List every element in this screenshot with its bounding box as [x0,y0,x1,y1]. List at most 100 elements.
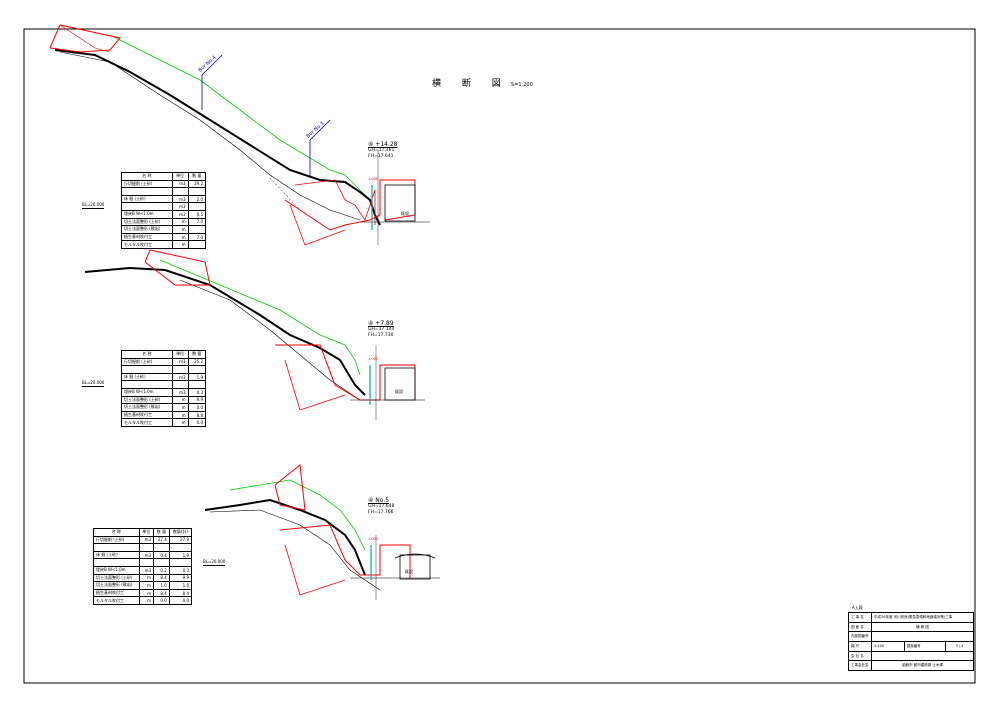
title-block-label: 内部図番号 [848,631,872,643]
cross-section-3 [204,464,440,600]
table-cell: 切土法面整形 (土砂) [121,395,173,405]
table-cell: 8.4 [168,588,193,598]
table-cell: 0.3 [168,565,193,575]
title-block-value: 函館市 都市建設部 土木課 [871,660,974,672]
table-header-cell: 単位 [171,350,189,359]
title-block-label: 工 事 名 [848,612,872,623]
table-cell [121,202,173,211]
table-cell: 0.0 [168,596,193,605]
title-block-label: 縮 尺 [848,641,872,652]
table-cell: 切土法面整形 (軟岩) [121,225,173,234]
section-fh: FH=17.766 [368,510,394,515]
planned-line [229,479,366,551]
table-row [121,380,207,389]
section-label-1: ④ +14.28 GH=17.161 FH=17.641 [368,142,398,160]
table-cell [138,558,155,567]
drawing-title: 横 断 図 [432,79,510,89]
table-cell: m3 [171,372,189,382]
table-cell: 斤切掘削 (土砂) [121,357,173,367]
planned-line [109,34,371,201]
title-block-row: 工 事 名 平成26年度 河川改良(緊急急傾斜地崩壊対策)工事 [848,612,974,623]
base-level-label: BL=20.000 [82,202,105,209]
table-cell [168,543,193,552]
table-row: m3 [121,202,207,211]
table-cell: モルタル吹付工 [121,240,173,249]
table-cell: 埋戻B W<1.0m [121,209,173,219]
table-cell: m3 [138,550,155,560]
table-cell [171,380,189,389]
table-cell: 切土法面整形 (土砂) [121,217,173,227]
table-cell: m3 [138,535,155,545]
table-cell: 床 掘 (土砂) [121,372,173,382]
table-cell: m [171,395,189,405]
table-cell: m3 [138,565,155,575]
table-header-cell: 名 称 [121,172,173,181]
table-cell: 植生基材吹付工 [93,588,140,598]
title-block-row: 図 面 名 横 断 図 [848,621,974,633]
table-cell: 7.0 [187,217,207,227]
table-cell [138,543,155,552]
table-header-row: 名 称単位数 量 [121,350,207,359]
table-cell: 8.4 [153,573,170,583]
table-cell: m [171,232,189,242]
table-header-cell: 単位 [138,528,155,537]
base-level-label: BL=20.000 [82,380,105,387]
section-name: ④ No.5 [368,497,390,504]
table-cell [93,543,140,552]
table-cell: m3 [171,202,189,211]
table-cell: 0.0 [153,596,170,605]
section-gh: GH=17.648 [368,504,395,509]
table-cell: 9.9 [168,573,193,583]
table-cell [153,558,170,567]
existing-structure-label: 既設 [405,569,413,574]
table-cell [187,225,207,234]
table-cell: 1.0 [153,581,170,590]
table-cell: 植生基材吹付工 [121,410,173,420]
table-cell: 埋戻B W<1.0m [93,565,140,575]
table-header-cell: 数 量 [153,528,170,537]
table-cell: 切土法面整形 (軟岩) [93,581,140,590]
table-cell: 29.2 [187,179,207,189]
table-cell [171,187,189,196]
title-block-value [871,631,974,643]
table-cell: 1.9 [168,550,193,560]
table-cell: m [171,410,189,420]
table-cell: 0.2 [153,565,170,575]
title-block-row: 工事会社名 函館市 都市建設部 土木課 [848,660,974,672]
section-name: ④ +14.28 [368,141,398,148]
table-cell: m3 [171,194,189,204]
table-cell: 2.0 [187,194,207,204]
title-block-value: 1:200 [871,641,905,652]
table-cell [187,380,207,389]
table-cell: m [171,225,189,234]
table-cell: モルタル吹付工 [93,596,140,605]
title-block-row: 縮 尺 1:200 図面番号 3 / 4 [848,641,974,652]
table-header-cell: 数 量 [187,172,207,181]
table-cell: m [138,573,155,583]
table-cell [187,202,207,211]
ground-line [54,49,381,226]
table-cell: 8.4 [153,588,170,598]
table-row [121,187,207,196]
section-name: ④ +7.89 [368,320,394,327]
ground-line [84,266,366,396]
table-row [121,365,207,374]
table-header-cell: 数 量 [187,350,207,359]
title-block-label: 図 面 名 [848,621,872,633]
